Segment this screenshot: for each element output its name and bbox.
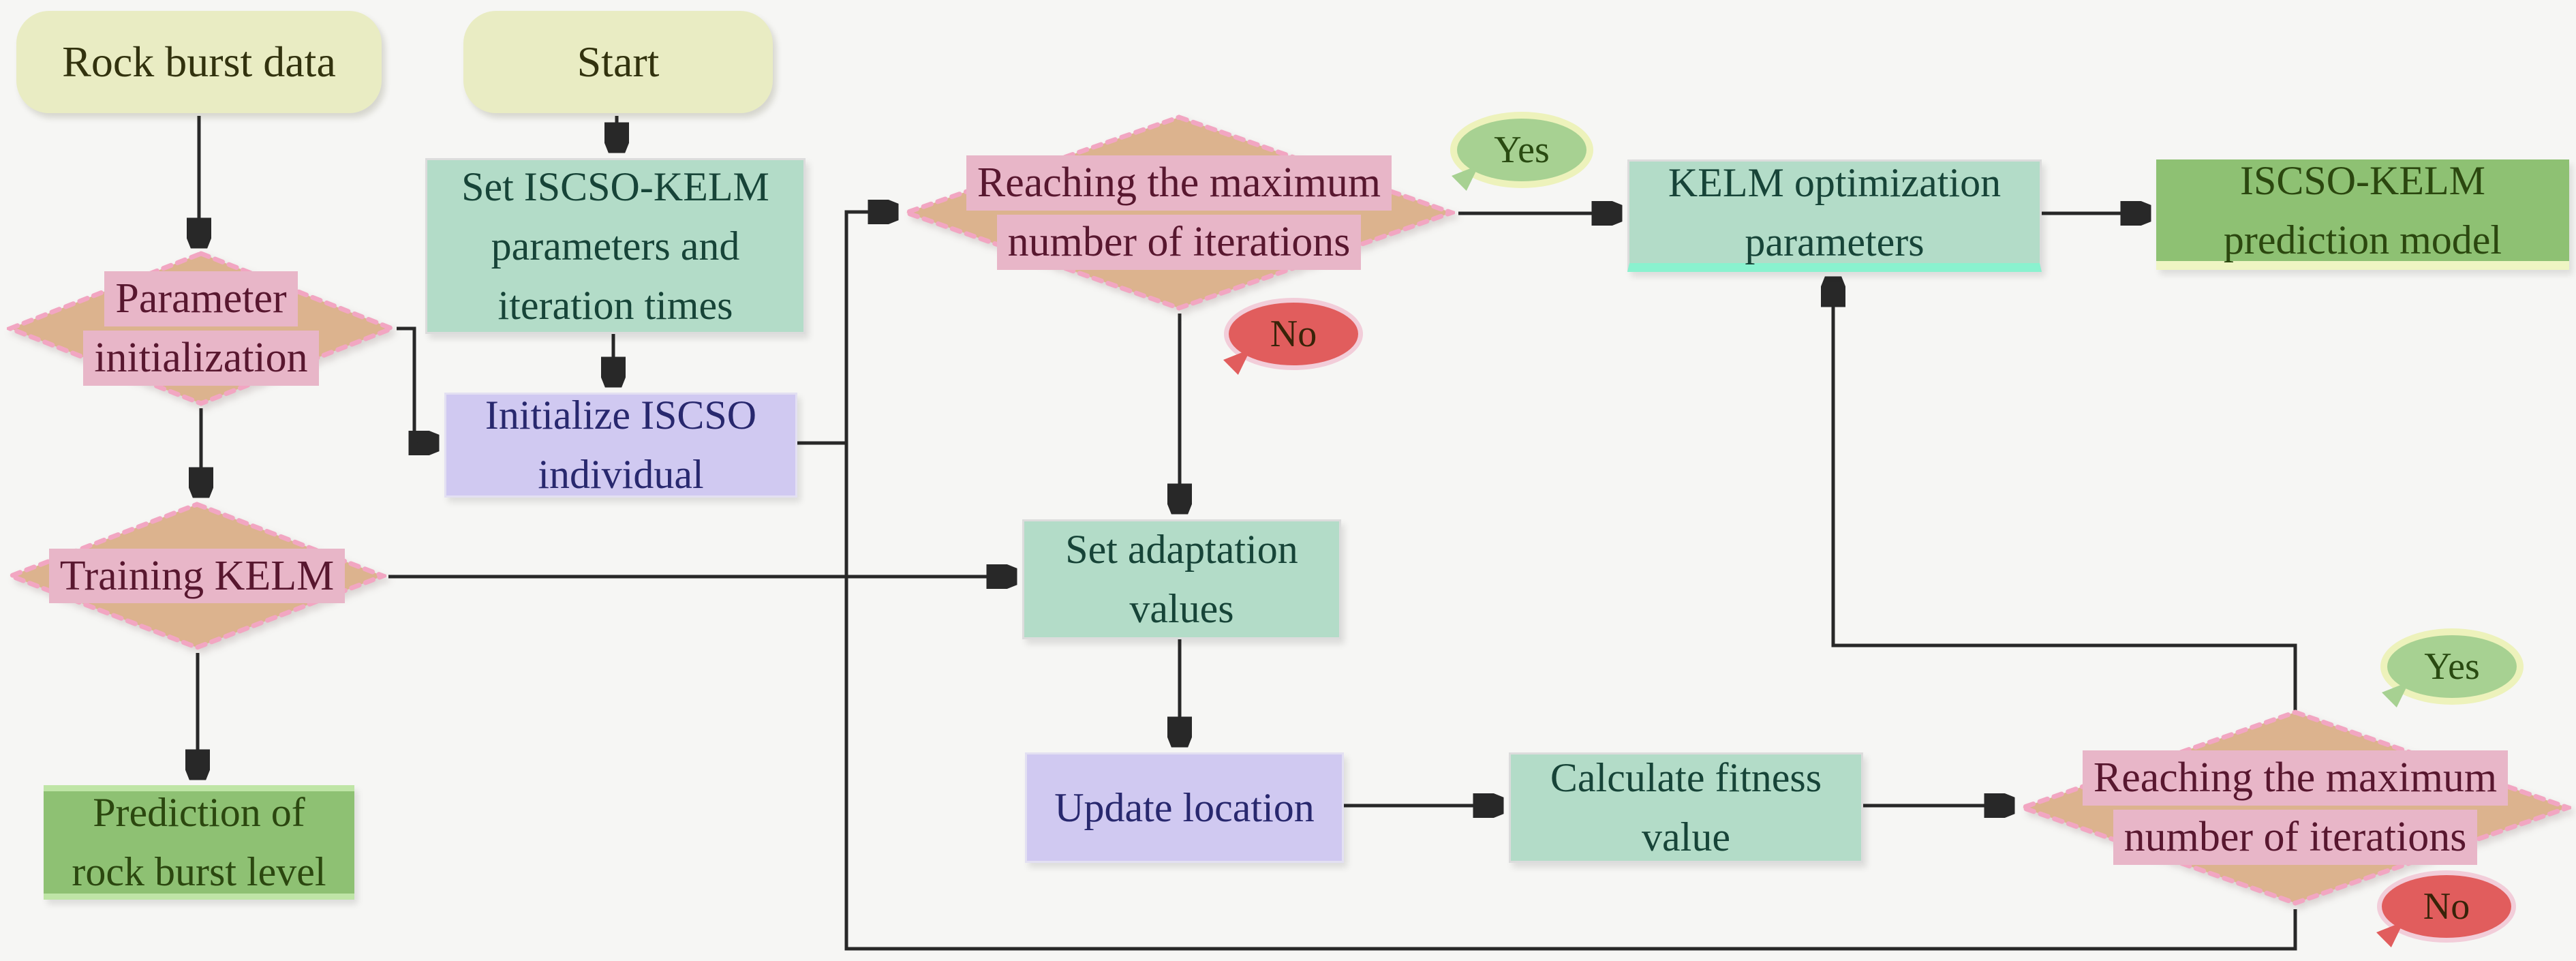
node-label: Rock burst data [62,37,336,86]
node-label-line: rock burst level [72,849,326,894]
label-no-top: No [1229,303,1358,365]
node-label-line: number of iterations [2113,810,2478,865]
node-initialize-iscso-individual: Initialize ISCSO individual [444,393,797,498]
node-label-line: Parameter [104,271,298,326]
node-calculate-fitness-value: Calculate fitness value [1509,752,1863,863]
node-rock-burst-data: Rock burst data [16,11,382,113]
node-label-line: KELM optimization [1668,159,2002,205]
label-yes-bottom: Yes [2387,635,2517,698]
node-update-location: Update location [1025,752,1344,863]
node-label-line: Reaching the maximum [966,155,1392,211]
node-prediction-of-rock-burst-level: Prediction of rock burst level [44,785,354,900]
node-parameter-initialization: Parameter initialization [7,250,395,407]
node-label-line: prediction model [2223,217,2502,262]
node-iscso-kelm-prediction-model: ISCSO-KELM prediction model [2156,158,2569,270]
node-label-line: parameters and [491,223,740,269]
node-label-line: Initialize ISCSO [485,393,757,438]
node-reaching-maximum-iterations-top: Reaching the maximum number of iteration… [903,114,1455,311]
bubble-text: No [1270,313,1317,355]
node-label: Start [577,37,660,86]
arrow-yes-loop-to-kelmopt [1833,279,2297,710]
node-label-line: parameters [1745,219,1925,264]
node-label-line: Prediction of [93,790,305,835]
node-reaching-maximum-iterations-bottom: Reaching the maximum number of iteration… [2019,709,2571,906]
node-label-line: number of iterations [996,215,1362,270]
label-yes-top: Yes [1457,119,1586,181]
node-label-line: value [1642,814,1730,859]
node-label-line: Calculate fitness [1550,755,1822,800]
arrow-paraminit-to-initialize [397,326,436,443]
node-label-line: Set adaptation [1065,527,1298,572]
bubble-text: Yes [1494,129,1550,171]
node-label-line: initialization [83,331,319,386]
node-label: Training KELM [48,548,346,604]
label-no-bottom: No [2382,875,2511,938]
node-start: Start [463,11,773,113]
node-label-line: individual [538,452,704,497]
node-label-line: values [1129,586,1234,631]
node-label-line: Set ISCSO-KELM [461,164,769,209]
node-kelm-optimization-parameters: KELM optimization parameters [1627,159,2042,272]
node-label-line: ISCSO-KELM [2239,157,2486,203]
node-set-iscso-kelm-parameters: Set ISCSO-KELM parameters and iteration … [425,158,806,334]
bubble-text: Yes [2424,645,2480,688]
node-label-line: iteration times [497,282,733,328]
node-label: Update location [1054,784,1315,830]
node-training-kelm: Training KELM [7,501,386,651]
node-set-adaptation-values: Set adaptation values [1022,519,1341,639]
arrow-no-loop-to-top-decision [844,212,2297,951]
bubble-text: No [2423,885,2470,928]
node-label-line: Reaching the maximum [2082,750,2509,806]
